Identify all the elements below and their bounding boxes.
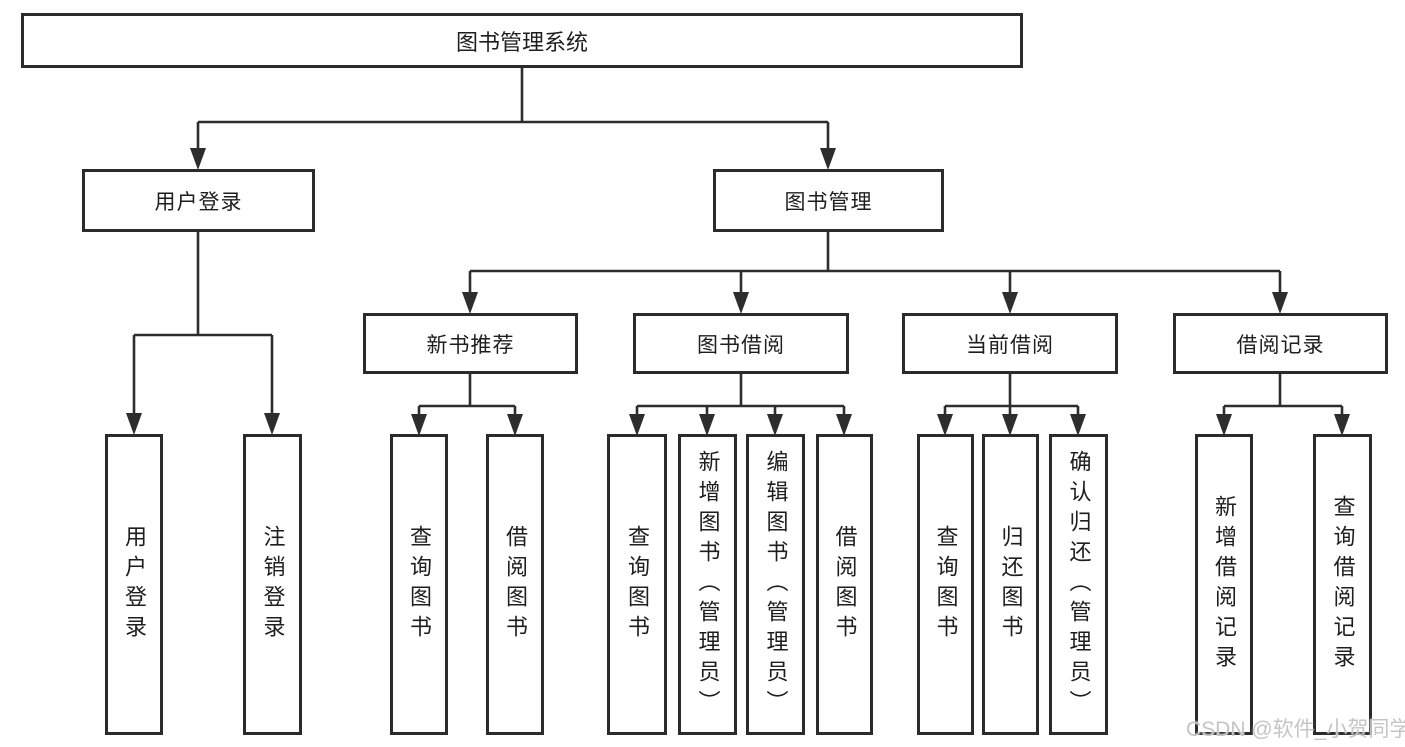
leaf-confirm-return-admin: 确认归还（管理员） bbox=[1049, 434, 1108, 735]
leaf-add-borrow-record: 新增借阅记录 bbox=[1195, 434, 1253, 735]
leaf-query-books-2: 查询图书 bbox=[607, 434, 667, 735]
leaf-logout: 注销登录 bbox=[243, 434, 302, 735]
leaf-return-books-label: 归还图书 bbox=[998, 524, 1024, 645]
node-root-system: 图书管理系统 bbox=[21, 13, 1023, 68]
leaf-add-borrow-record-label: 新增借阅记录 bbox=[1212, 494, 1237, 675]
leaf-edit-books-admin-label: 编辑图书（管理员） bbox=[763, 449, 789, 720]
node-new-book-recommend: 新书推荐 bbox=[363, 313, 578, 374]
node-new-book-recommend-label: 新书推荐 bbox=[426, 333, 515, 357]
leaf-query-borrow-record-label: 查询借阅记录 bbox=[1330, 494, 1356, 675]
leaf-query-books-1: 查询图书 bbox=[390, 434, 448, 735]
leaf-user-login-label: 用户登录 bbox=[122, 524, 147, 645]
node-user-login-group: 用户登录 bbox=[82, 169, 315, 232]
leaf-query-borrow-record: 查询借阅记录 bbox=[1313, 434, 1372, 735]
node-book-management-label: 图书管理 bbox=[784, 190, 873, 214]
leaf-logout-label: 注销登录 bbox=[260, 524, 286, 645]
leaf-borrow-books-1: 借阅图书 bbox=[486, 434, 544, 735]
leaf-query-books-1-label: 查询图书 bbox=[407, 524, 432, 645]
leaf-add-books-admin-label: 新增图书（管理员） bbox=[695, 449, 721, 720]
leaf-query-books-3-label: 查询图书 bbox=[933, 524, 959, 645]
leaf-borrow-books-2-label: 借阅图书 bbox=[832, 524, 858, 645]
csdn-watermark: CSDN @软件_小贺同学 bbox=[1186, 718, 1405, 741]
arrowheads bbox=[126, 148, 1350, 436]
node-borrow-records-label: 借阅记录 bbox=[1236, 333, 1325, 357]
leaf-borrow-books-2: 借阅图书 bbox=[816, 434, 873, 735]
node-user-login-group-label: 用户登录 bbox=[154, 190, 243, 214]
node-borrow-records: 借阅记录 bbox=[1173, 313, 1388, 374]
leaf-query-books-2-label: 查询图书 bbox=[625, 524, 650, 645]
leaf-query-books-3: 查询图书 bbox=[917, 434, 974, 735]
node-book-borrow: 图书借阅 bbox=[633, 313, 849, 374]
node-book-management: 图书管理 bbox=[713, 169, 944, 232]
leaf-confirm-return-admin-label: 确认归还（管理员） bbox=[1066, 449, 1092, 720]
node-current-borrow-label: 当前借阅 bbox=[966, 333, 1054, 357]
node-root-label: 图书管理系统 bbox=[455, 29, 588, 55]
leaf-edit-books-admin: 编辑图书（管理员） bbox=[746, 434, 805, 735]
leaf-user-login: 用户登录 bbox=[105, 434, 163, 735]
leaf-borrow-books-1-label: 借阅图书 bbox=[503, 524, 528, 645]
leaf-return-books: 归还图书 bbox=[982, 434, 1039, 735]
leaf-add-books-admin: 新增图书（管理员） bbox=[678, 434, 737, 735]
node-current-borrow: 当前借阅 bbox=[902, 313, 1118, 374]
node-book-borrow-label: 图书借阅 bbox=[697, 333, 785, 357]
